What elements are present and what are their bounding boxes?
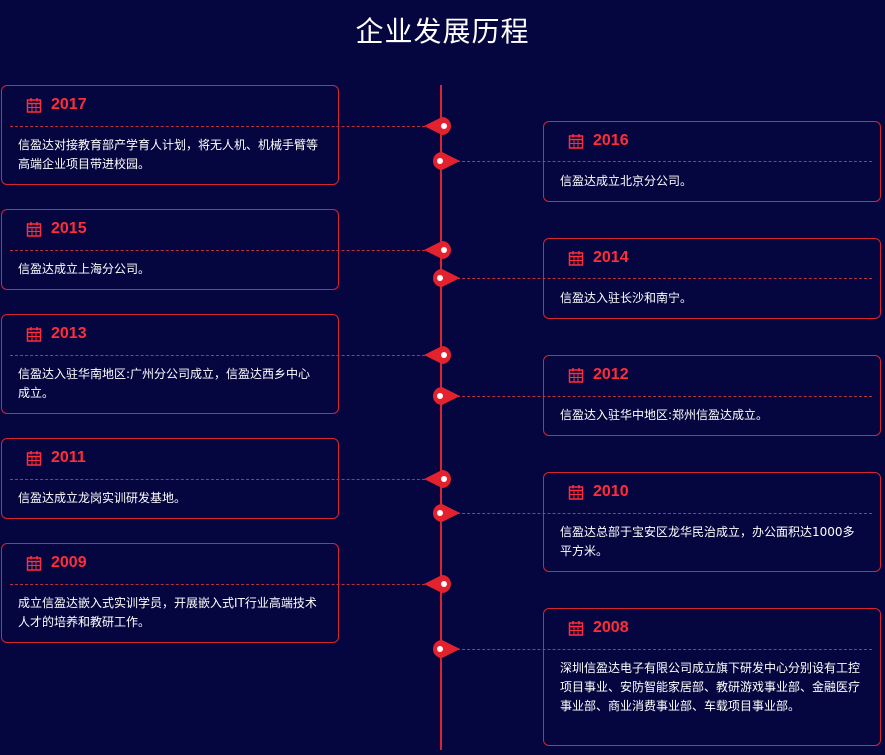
page-title: 企业发展历程 [355, 15, 530, 48]
calendar-icon [568, 368, 584, 383]
timeline-description: 信盈达总部于宝安区龙华民治成立，办公面积达1000多平方米。 [560, 525, 855, 558]
calendar-icon [26, 556, 42, 571]
timeline-marker-icon [433, 387, 460, 405]
timeline-description: 信盈达对接教育部产学育人计划，将无人机、机械手臂等高端企业项目带进校园。 [18, 138, 319, 171]
calendar-icon [26, 222, 42, 237]
timeline-marker-icon [433, 640, 460, 658]
calendar-icon [568, 251, 584, 266]
timeline-card-2012: 2012 信盈达入驻华中地区:郑州信盈达成立。 [543, 355, 881, 436]
calendar-icon [568, 134, 584, 149]
connector-line [442, 278, 872, 279]
timeline-marker-icon [424, 470, 451, 488]
timeline-description: 信盈达成立北京分公司。 [560, 174, 693, 188]
timeline-year: 2010 [593, 483, 629, 500]
timeline-description: 信盈达入驻华中地区:郑州信盈达成立。 [560, 408, 769, 422]
calendar-icon [568, 621, 584, 636]
timeline-marker-icon [433, 269, 460, 287]
timeline-card-2010: 2010 信盈达总部于宝安区龙华民治成立，办公面积达1000多平方米。 [543, 472, 881, 572]
calendar-icon [26, 98, 42, 113]
timeline-axis [440, 85, 442, 750]
timeline-marker-icon [433, 152, 460, 170]
timeline-card-2013: 2013 信盈达入驻华南地区:广州分公司成立，信盈达西乡中心成立。 [1, 314, 339, 414]
timeline-year: 2009 [51, 554, 87, 571]
timeline-description: 深圳信盈达电子有限公司成立旗下研发中心分别设有工控项目事业、安防智能家居部、教研… [560, 661, 861, 713]
timeline-description: 信盈达成立龙岗实训研发基地。 [18, 491, 187, 505]
connector-line [10, 584, 440, 585]
timeline-description: 信盈达成立上海分公司。 [18, 262, 151, 276]
timeline-marker-icon [424, 346, 451, 364]
timeline-year: 2016 [593, 132, 629, 149]
connector-line [442, 513, 872, 514]
timeline-year: 2013 [51, 325, 87, 342]
timeline-year: 2014 [593, 249, 629, 266]
timeline-description: 信盈达入驻华南地区:广州分公司成立，信盈达西乡中心成立。 [18, 367, 311, 400]
timeline-card-2009: 2009 成立信盈达嵌入式实训学员，开展嵌入式IT行业高端技术人才的培养和教研工… [1, 543, 339, 643]
timeline-card-2016: 2016 信盈达成立北京分公司。 [543, 121, 881, 202]
connector-line [10, 479, 440, 480]
calendar-icon [26, 451, 42, 466]
connector-line [442, 161, 872, 162]
timeline-card-2017: 2017 信盈达对接教育部产学育人计划，将无人机、机械手臂等高端企业项目带进校园… [1, 85, 339, 185]
connector-line [10, 126, 440, 127]
timeline-description: 信盈达入驻长沙和南宁。 [560, 291, 693, 305]
timeline-marker-icon [424, 575, 451, 593]
timeline-card-2015: 2015 信盈达成立上海分公司。 [1, 209, 339, 290]
timeline-marker-icon [424, 241, 451, 259]
connector-line [442, 649, 872, 650]
connector-line [442, 396, 872, 397]
timeline-card-2008: 2008 深圳信盈达电子有限公司成立旗下研发中心分别设有工控项目事业、安防智能家… [543, 608, 881, 746]
calendar-icon [26, 327, 42, 342]
timeline-year: 2012 [593, 366, 629, 383]
timeline-year: 2011 [51, 449, 86, 466]
connector-line [10, 250, 440, 251]
timeline-marker-icon [433, 504, 460, 522]
calendar-icon [568, 485, 584, 500]
timeline-year: 2017 [51, 96, 87, 113]
timeline-card-2011: 2011 信盈达成立龙岗实训研发基地。 [1, 438, 339, 519]
timeline-description: 成立信盈达嵌入式实训学员，开展嵌入式IT行业高端技术人才的培养和教研工作。 [18, 596, 317, 629]
connector-line [10, 355, 440, 356]
timeline-marker-icon [424, 117, 451, 135]
timeline-year: 2008 [593, 619, 629, 636]
timeline-year: 2015 [51, 220, 87, 237]
